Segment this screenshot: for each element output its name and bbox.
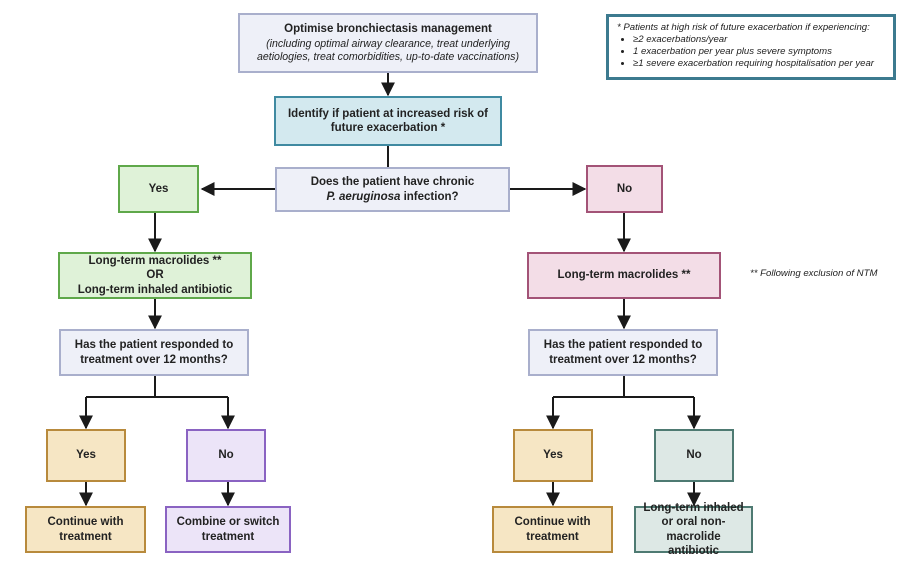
- right-response-box: Has the patient responded to treatment o…: [528, 329, 718, 376]
- identify-risk-box: Identify if patient at increased risk of…: [274, 96, 502, 146]
- no-pseudomonas-box: No: [586, 165, 663, 213]
- right-yes-box: Yes: [513, 429, 593, 482]
- left-treatment-or: OR: [146, 269, 164, 282]
- right-yes-label: Yes: [543, 449, 563, 462]
- left-treatment-box: Long-term macrolides ** OR Long-term inh…: [58, 252, 252, 299]
- edge-right-response-split: [553, 376, 694, 398]
- left-continue-box: Continue with treatment: [25, 506, 146, 553]
- left-yes-box: Yes: [46, 429, 126, 482]
- risk-note-item: ≥2 exacerbations/year: [633, 34, 874, 46]
- question-line1: Does the patient have chronic: [310, 176, 475, 189]
- ntm-note: ** Following exclusion of NTM: [750, 268, 878, 279]
- pseudomonas-question-box: Does the patient have chronic P. aerugin…: [275, 167, 510, 212]
- risk-note-item: 1 exacerbation per year plus severe symp…: [633, 46, 874, 58]
- right-inhaled-box: Long-term inhaled or oral non-macrolide …: [634, 502, 753, 557]
- right-no-box: No: [654, 429, 734, 482]
- right-continue-text: Continue with treatment: [514, 516, 591, 543]
- risk-note-title: * Patients at high risk of future exacer…: [617, 22, 870, 33]
- edge-left-response-split: [86, 376, 228, 398]
- right-inhaled-text: Long-term inhaled or oral non-macrolide …: [643, 502, 744, 557]
- left-treatment-line1: Long-term macrolides **: [88, 255, 222, 268]
- left-response-box: Has the patient responded to treatment o…: [59, 329, 249, 376]
- risk-criteria-note: * Patients at high risk of future exacer…: [606, 14, 896, 80]
- optimise-detail: (including optimal airway clearance, tre…: [256, 38, 520, 63]
- right-continue-box: Continue with treatment: [492, 506, 613, 553]
- left-no-label: No: [218, 449, 234, 462]
- optimise-title: Optimise bronchiectasis management: [284, 23, 492, 36]
- right-treatment-box: Long-term macrolides **: [527, 252, 721, 299]
- yes-pseudomonas-label: Yes: [148, 182, 169, 195]
- no-pseudomonas-label: No: [616, 182, 633, 195]
- risk-note-item: ≥1 severe exacerbation requiring hospita…: [633, 58, 874, 70]
- right-no-label: No: [686, 449, 702, 462]
- risk-note-list: ≥2 exacerbations/year 1 exacerbation per…: [617, 34, 874, 70]
- question-line2-rest: infection?: [400, 190, 459, 203]
- question-organism: P. aeruginosa: [326, 190, 401, 203]
- identify-risk-text: Identify if patient at increased risk of…: [287, 107, 489, 134]
- yes-pseudomonas-box: Yes: [118, 165, 199, 213]
- left-combine-text: Combine or switch treatment: [176, 516, 280, 543]
- left-continue-text: Continue with treatment: [47, 516, 124, 543]
- left-no-box: No: [186, 429, 266, 482]
- left-treatment-line3: Long-term inhaled antibiotic: [77, 283, 233, 296]
- left-combine-box: Combine or switch treatment: [165, 506, 291, 553]
- right-treatment-text: Long-term macrolides **: [557, 269, 691, 282]
- left-response-text: Has the patient responded to treatment o…: [74, 339, 234, 366]
- optimise-management-box: Optimise bronchiectasis management (incl…: [238, 13, 538, 73]
- right-response-text: Has the patient responded to treatment o…: [543, 339, 703, 366]
- left-yes-label: Yes: [76, 449, 96, 462]
